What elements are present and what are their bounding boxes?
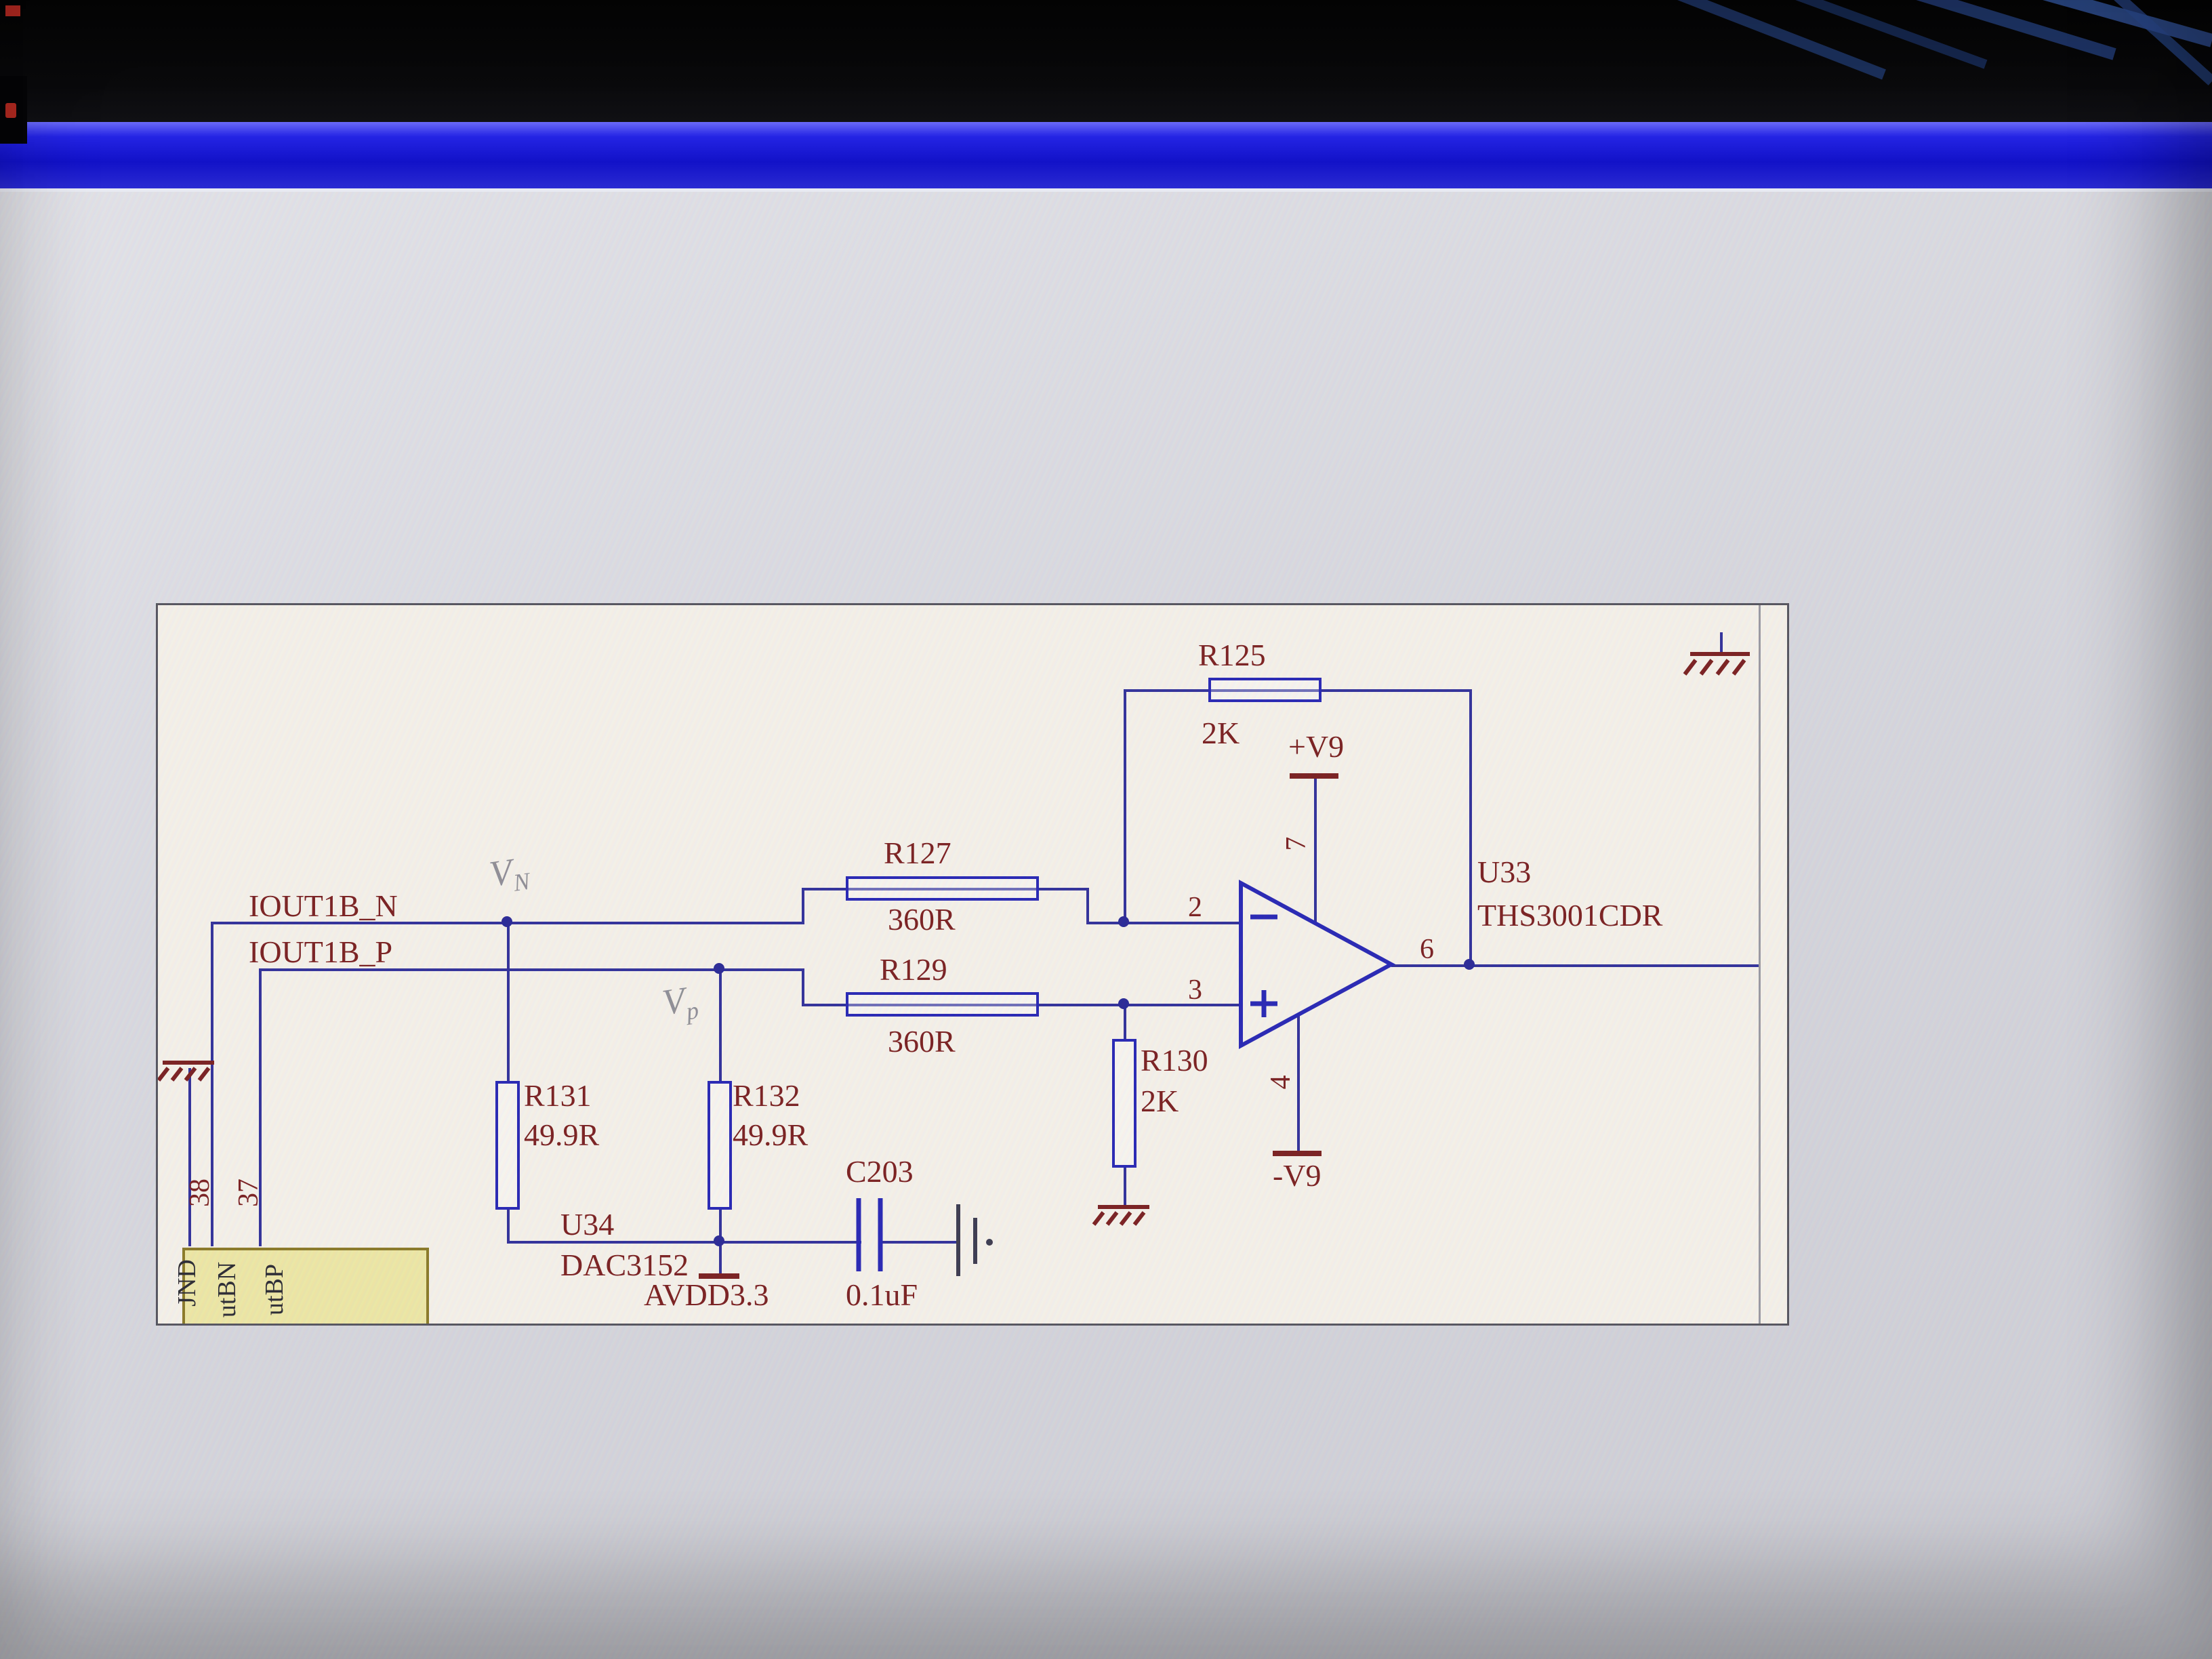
junction-dot-vp [714,963,724,974]
dac-component-body[interactable] [182,1248,429,1324]
u33-designator[interactable]: U33 [1477,855,1532,889]
resistor-r130-body[interactable] [1112,1039,1136,1168]
dac-pinname-outbp: utBP [260,1263,289,1316]
wire-feedback-left[interactable] [1124,689,1126,924]
osd-red-mark [5,5,20,16]
net-label-iout1b-p[interactable]: IOUT1B_P [249,935,393,969]
wire-p-jog-down[interactable] [802,968,804,1006]
vpos-power-label[interactable]: +V9 [1288,729,1345,764]
wire-r131-bottom[interactable] [507,1210,510,1244]
opamp-triangle[interactable] [1239,879,1396,1050]
junction-dot-pin2 [1118,916,1129,927]
wire-p-horizontal[interactable] [259,968,802,971]
pin7-label: 7 [1280,836,1312,851]
wire-n-vertical-left[interactable] [211,922,213,1246]
resistor-r131-body[interactable] [495,1081,520,1210]
resistor-r132-body[interactable] [708,1081,732,1210]
small-capacitor-icon [956,1204,993,1276]
bezel-screen-tab [0,76,27,144]
avdd-power-label[interactable]: AVDD3.3 [644,1277,769,1312]
pin3-label: 3 [1188,975,1202,1006]
dac-pinname-outbn: utBN [213,1261,241,1318]
wire-r132-top[interactable] [719,968,722,1084]
u34-designator[interactable]: U34 [560,1207,615,1242]
wire-p-to-pin3[interactable] [802,1004,1244,1006]
wire-n-jog-up[interactable] [802,888,804,924]
wire-output[interactable] [1391,964,1759,967]
vp-base: V [659,979,688,1023]
r125-value[interactable]: 2K [1202,716,1240,750]
wire-bottom-rail[interactable] [507,1241,861,1244]
c203-designator[interactable]: C203 [846,1154,914,1189]
wire-r131-top[interactable] [507,922,510,1084]
wire-feedback-right[interactable] [1469,689,1472,967]
sheet-inner-border [1759,605,1761,1324]
vneg-power-label[interactable]: -V9 [1273,1158,1322,1193]
r131-value[interactable]: 49.9R [524,1118,600,1152]
window-titlebar[interactable] [0,122,2212,192]
handwritten-vp-annotation: Vp [659,977,701,1029]
resistor-r125-body[interactable] [1208,678,1322,702]
dac-pin38-label: 38 [184,1179,216,1207]
pin2-label: 2 [1188,892,1202,923]
c203-value[interactable]: 0.1uF [846,1277,918,1312]
resistor-r127-body[interactable] [846,876,1039,901]
symbol-layer [158,652,1750,1279]
schematic-sheet: IOUT1B_N IOUT1B_P R125 2K R127 360R R129… [156,603,1789,1326]
wire-n-jog-down[interactable] [1086,888,1089,924]
pin4-label: 4 [1265,1075,1296,1090]
ground-icon-left[interactable] [158,1061,214,1082]
wire-r130-bottom[interactable] [1124,1168,1126,1207]
wire-avdd-stub[interactable] [719,1241,722,1277]
net-label-iout1b-n[interactable]: IOUT1B_N [249,888,398,923]
u34-part-number[interactable]: DAC3152 [560,1248,689,1282]
background-cables [1677,0,2212,85]
bezel-indicator-icon [5,103,16,118]
junction-dot-vn [501,916,512,927]
schematic-editor-canvas: IOUT1B_N IOUT1B_P R125 2K R127 360R R129… [0,192,2212,1659]
dac-pin37-label: 37 [232,1179,264,1207]
r130-value[interactable]: 2K [1141,1084,1179,1118]
wire-gnd-topright-stub[interactable] [1720,632,1723,655]
wire-n-resistor-line[interactable] [802,888,1086,890]
pin6-label: 6 [1420,934,1434,965]
r129-value[interactable]: 360R [888,1024,956,1059]
wire-feedback-top[interactable] [1124,689,1472,692]
ground-icon-topright[interactable] [1683,652,1750,676]
wire-gnd-left-stub[interactable] [188,1068,191,1246]
resistor-r129-body[interactable] [846,992,1039,1017]
junction-dot-rail [714,1235,724,1246]
wire-r132-bottom[interactable] [719,1210,722,1244]
wire-cap-link[interactable] [880,1241,958,1244]
r125-designator[interactable]: R125 [1198,638,1266,672]
dac-pinname-gnd: JND [173,1259,201,1307]
wire-pin7-vpos[interactable] [1314,776,1317,924]
r130-designator[interactable]: R130 [1141,1043,1208,1078]
r132-value[interactable]: 49.9R [733,1118,808,1152]
wire-pin4-vneg[interactable] [1297,1015,1300,1153]
monitor-bezel-top [0,0,2212,122]
r131-designator[interactable]: R131 [524,1078,592,1113]
wire-n-to-pin2[interactable] [1086,922,1244,924]
ground-icon-r130[interactable] [1092,1205,1149,1226]
junction-dot-output [1464,959,1475,970]
junction-dot-pin3 [1118,998,1129,1009]
r132-designator[interactable]: R132 [733,1078,800,1113]
r127-designator[interactable]: R127 [884,836,951,870]
vn-base: V [487,851,515,895]
r127-value[interactable]: 360R [888,902,956,937]
wire-p-vertical-left[interactable] [259,968,262,1246]
u33-part-number[interactable]: THS3001CDR [1477,898,1663,933]
r129-designator[interactable]: R129 [880,952,947,987]
wire-r130-top[interactable] [1124,1004,1126,1042]
handwritten-vn-annotation: VN [487,848,532,900]
